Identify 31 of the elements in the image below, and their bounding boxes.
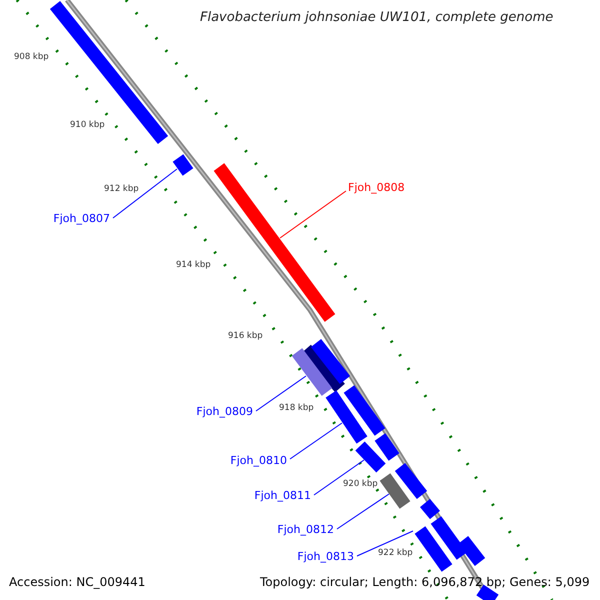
map-title: Flavobacterium johnsoniae UW101, complete genome: [200, 11, 554, 24]
tick-label: 920 kbp: [343, 480, 378, 488]
gene-bar: [214, 163, 336, 322]
leader-line: [290, 422, 342, 460]
leader-line: [256, 376, 306, 412]
tick-label: 918 kbp: [279, 404, 314, 412]
leader-line: [280, 190, 346, 238]
tick-label: 916 kbp: [228, 332, 263, 340]
leader-line: [356, 530, 414, 556]
gene-bar: [380, 473, 410, 509]
gene-label: Fjoh_0810: [230, 455, 287, 466]
leader-line: [314, 460, 364, 496]
gene-bar: [326, 390, 368, 444]
gene-bar: [414, 526, 452, 572]
leader-line: [112, 168, 178, 218]
tick-label: 908 kbp: [14, 53, 49, 62]
gene-label: Fjoh_0813: [297, 551, 354, 562]
gene-bar: [355, 442, 386, 472]
gene-label: Fjoh_0808: [348, 182, 405, 193]
tick-label: 922 kbp: [378, 549, 413, 558]
tick-label: 912 kbp: [104, 185, 139, 194]
leader-line: [336, 494, 390, 530]
gene-label: Fjoh_0807: [53, 213, 110, 224]
accession-text: Accession: NC_009441: [9, 576, 146, 588]
gene-label: Fjoh_0812: [277, 524, 334, 535]
genome-info-text: Topology: circular; Length: 6,096,872 bp; Genes: 5,099: [260, 576, 590, 588]
tick-label: 910 kbp: [70, 121, 105, 130]
gene-label: Fjoh_0811: [254, 490, 311, 501]
gene-bar: [292, 348, 332, 396]
gene-label: Fjoh_0809: [196, 406, 253, 417]
gene-bar: [172, 154, 194, 176]
